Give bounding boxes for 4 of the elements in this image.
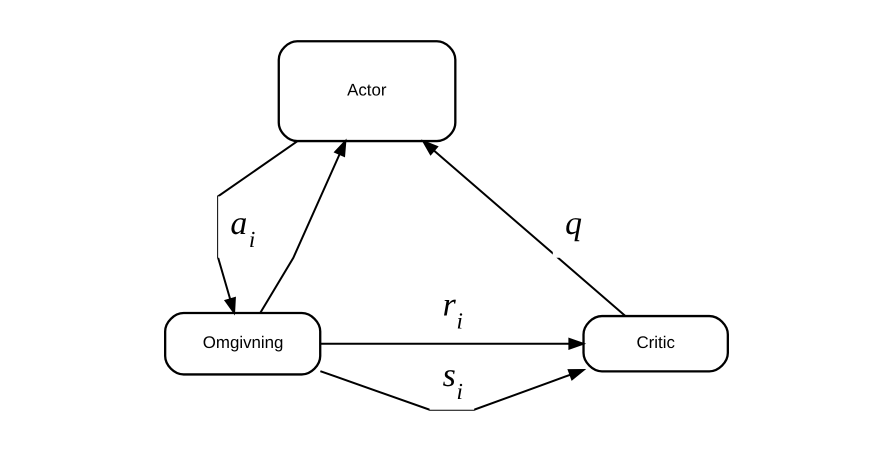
edge-label: s$_{i}$	[442, 357, 462, 404]
edge-label: a$_{i}$	[230, 205, 255, 252]
edge-label: q	[564, 205, 582, 242]
edge-label: r$_{i}$	[442, 286, 462, 334]
